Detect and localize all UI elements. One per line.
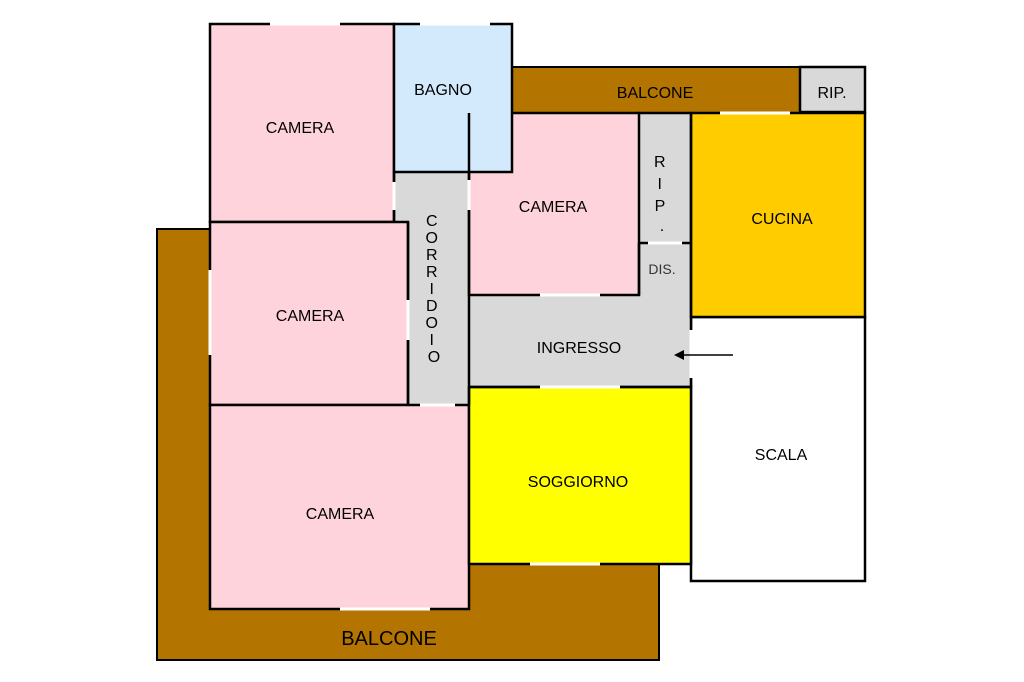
rip-vertical-area [639,113,691,243]
camera-center-label: CAMERA [519,199,588,216]
corridoio-letter: R [426,247,438,264]
bagno-label: BAGNO [414,82,472,99]
corridoio-letter: C [426,213,438,230]
corridoio-label: C O R R I D O I O [426,213,443,366]
balcone-top-label: BALCONE [617,85,693,102]
corridoio-letter: R [426,264,438,281]
ingresso-area [469,295,691,387]
rip-letter: P [655,198,665,215]
camera-mid-label: CAMERA [276,308,345,325]
rip-top-area [798,65,867,114]
scala-label: SCALA [755,447,808,464]
entrance-arrow-icon [674,350,733,360]
camera-bottom-area [208,403,471,611]
door-openings [208,22,790,611]
camera-center-area [467,111,641,297]
rip-top-label: RIP. [817,85,846,102]
corridoio-letter: O [426,230,438,247]
camera-bottom-label: CAMERA [306,506,375,523]
cucina-area [689,111,867,319]
rip-vertical-label: R I P . [654,154,670,235]
dis-label: DIS. [648,261,675,277]
corridoio-letter: D [426,298,438,315]
corridoio-letter: O [428,349,440,366]
corridoio-letter: I [430,281,434,298]
ingresso-label: INGRESSO [537,340,621,357]
rip-letter: R [654,154,666,171]
dis-area [639,243,691,295]
camera-top-label: CAMERA [266,120,335,137]
corridoio-letter: O [426,315,438,332]
cucina-label: CUCINA [751,211,813,228]
balcone-top-area [510,66,801,114]
soggiorno-label: SOGGIORNO [528,474,628,491]
rip-letter: I [658,176,662,193]
balcone-bottom-label: BALCONE [341,628,437,650]
rip-letter: . [660,218,664,235]
soggiorno-area [467,385,693,566]
corridoio-letter: I [430,332,434,349]
